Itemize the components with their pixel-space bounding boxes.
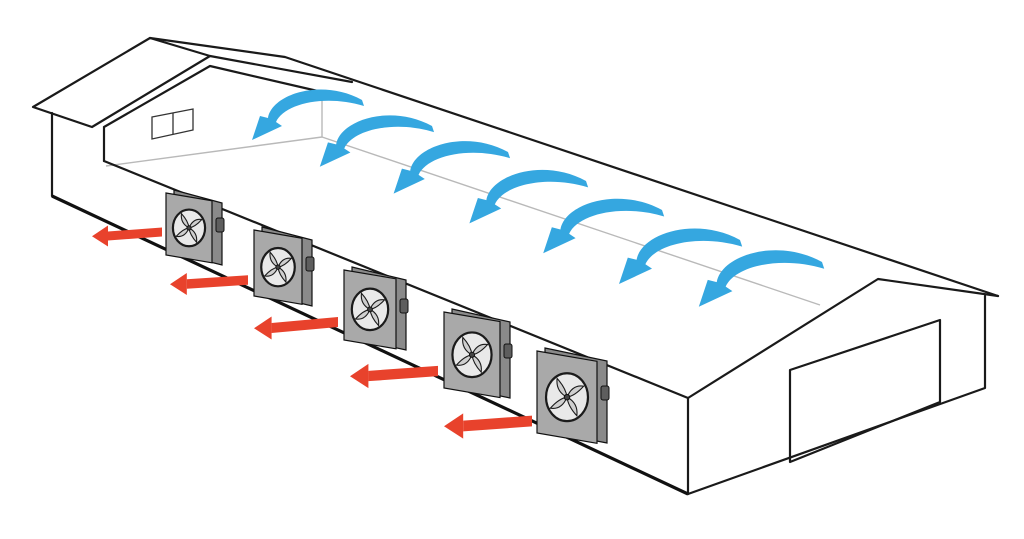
curved-arrow-icon — [252, 89, 364, 140]
fan-blade — [354, 308, 371, 320]
fan-motor — [305, 256, 315, 272]
exhaust-fans — [165, 189, 610, 445]
roof-near-slope — [208, 54, 354, 84]
arrow-shaft — [271, 317, 338, 333]
fan-hub — [468, 351, 476, 358]
exhaust-fan — [443, 308, 513, 399]
fan-blade — [188, 218, 203, 229]
fan-hub — [367, 306, 373, 313]
sliding-door — [788, 318, 942, 464]
fan-blade — [455, 354, 473, 366]
end-wall — [688, 279, 985, 494]
fan-blade — [471, 343, 489, 356]
exhaust-airflow-arrows — [92, 225, 532, 439]
curved-arrow-icon — [619, 228, 743, 284]
curved-arrow-icon — [469, 169, 589, 224]
exhaust-fan — [536, 347, 610, 445]
arrow-head — [92, 225, 108, 247]
arrow-shaft — [463, 415, 532, 432]
end-gable-outline — [686, 277, 1000, 496]
exhaust-fan — [343, 266, 409, 351]
fan-hub — [275, 264, 281, 270]
arrow-shaft — [368, 365, 438, 382]
arrow-head — [350, 363, 369, 389]
curved-arrow-icon — [543, 198, 665, 254]
fan-guard-ring — [171, 208, 207, 248]
fan-blade — [269, 250, 279, 269]
fan-motor — [600, 385, 610, 401]
fan-blade — [462, 336, 473, 356]
fan-blade — [566, 396, 578, 418]
arrow-head — [170, 272, 187, 296]
arrow-shaft — [108, 227, 162, 241]
curved-arrow-icon — [319, 115, 435, 167]
curved-arrow-icon — [698, 250, 825, 307]
arrow-head — [254, 316, 272, 340]
window — [151, 108, 194, 140]
arrow-head — [444, 413, 464, 439]
fan-blade — [188, 226, 198, 244]
curved-arrow-icon — [393, 141, 511, 194]
arrow-left-icon — [92, 225, 162, 247]
fan-guard-ring — [451, 331, 493, 379]
fan-blade — [369, 308, 380, 327]
fan-blade — [277, 257, 293, 268]
fan-blade — [471, 353, 482, 374]
fan-blade — [277, 266, 287, 284]
fan-motor — [215, 217, 225, 233]
fan-hub — [563, 393, 571, 401]
gable-wall — [102, 64, 324, 163]
intake-airflow-arrows — [252, 89, 825, 307]
fan-motor — [399, 298, 409, 314]
fan-blade — [180, 212, 190, 229]
fan-blade — [566, 385, 585, 398]
fan-blade — [369, 299, 386, 311]
arrow-left-icon — [350, 363, 438, 389]
fan-guard-ring — [350, 287, 390, 332]
arrow-left-icon — [254, 316, 338, 340]
fan-blade — [360, 291, 371, 311]
interior-floor-line — [105, 136, 323, 167]
fan-hub — [186, 225, 192, 231]
arrow-left-icon — [444, 413, 532, 439]
exhaust-fan — [165, 189, 225, 266]
fan-blade — [263, 266, 279, 277]
fan-guard-ring — [260, 246, 296, 288]
fan-blade — [556, 377, 568, 399]
arrow-shaft — [186, 275, 248, 289]
fan-motor — [503, 343, 513, 359]
exhaust-fan — [253, 226, 315, 307]
fan-blade — [549, 396, 568, 409]
arrow-left-icon — [170, 272, 248, 296]
fan-blade — [175, 227, 190, 238]
fan-guard-ring — [544, 372, 590, 423]
roof-ridge-edge — [148, 36, 1000, 298]
